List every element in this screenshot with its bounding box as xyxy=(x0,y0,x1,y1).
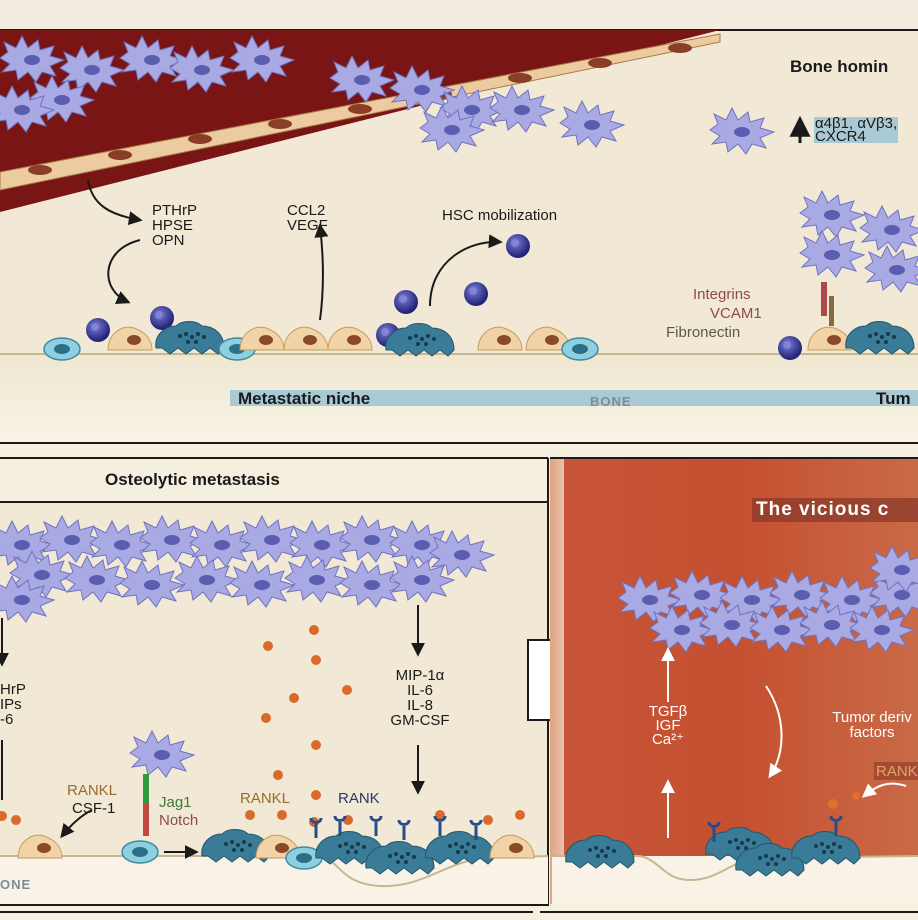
tumor-title-partial: Tum xyxy=(876,389,911,408)
rank-label: RANK xyxy=(338,790,380,807)
notch-label: Notch xyxy=(159,812,199,829)
left-factor-line3: -6 xyxy=(0,711,14,728)
bone-homing-title: Bone homin xyxy=(790,57,889,76)
pthrp-factors-label: PTHrP HPSE OPN xyxy=(152,203,197,248)
ccl2-label: CCL2 xyxy=(287,202,326,219)
csf1-label: CSF-1 xyxy=(72,800,116,817)
metastatic-niche-title: Metastatic niche xyxy=(238,389,371,408)
vegf-label: VEGF xyxy=(287,217,328,234)
ccl2-factors-label: CCL2 VEGF xyxy=(287,203,328,233)
mip1a-label: MIP-1α xyxy=(395,667,445,684)
tumor-derived-factors-label: Tumor deriv factors xyxy=(814,710,918,740)
homing-receptors-line1: α4β1, αVβ3, xyxy=(814,115,899,132)
rankl-label-2: RANKL xyxy=(240,790,291,807)
il8-label: IL-8 xyxy=(407,697,433,714)
hsc-mobilization-label: HSC mobilization xyxy=(442,207,558,224)
bone-label-bottom: ONE xyxy=(0,877,32,892)
tumor-derived-line2: factors xyxy=(849,724,895,741)
fibronectin-label: Fibronectin xyxy=(666,324,741,341)
jag1-label: Jag1 xyxy=(159,794,192,811)
gmcsf-label: GM-CSF xyxy=(390,712,450,729)
left-factor-line1: HrP xyxy=(0,681,26,698)
homing-receptors-label: α4β1, αVβ3, CXCR4 xyxy=(814,115,899,144)
rankl-label: RANKL xyxy=(67,782,118,799)
vcam1-label: VCAM1 xyxy=(710,305,762,322)
tgfb-label: TGFβ xyxy=(648,703,688,720)
left-factors-label: HrP IPs -6 xyxy=(0,682,26,727)
ca-label: Ca²⁺ xyxy=(651,731,685,748)
mip-factors-label: MIP-1α IL-6 IL-8 GM-CSF xyxy=(380,668,460,728)
vicious-cycle-title: The vicious c xyxy=(756,499,890,520)
opn-label: OPN xyxy=(152,232,185,249)
hpse-label: HPSE xyxy=(152,217,193,234)
homing-receptors-line2: CXCR4 xyxy=(814,129,899,144)
pthrp-label: PTHrP xyxy=(152,202,197,219)
tgf-factors-label: TGFβ IGF Ca²⁺ xyxy=(646,703,690,748)
rank-partial-label: RANK xyxy=(876,763,918,780)
integrins-label: Integrins xyxy=(693,286,751,303)
tumor-derived-line1: Tumor deriv xyxy=(832,709,912,726)
il6-label: IL-6 xyxy=(407,682,433,699)
bone-label-top: BONE xyxy=(590,394,632,409)
osteolytic-metastasis-title: Osteolytic metastasis xyxy=(105,470,280,489)
igf-label: IGF xyxy=(655,717,681,734)
left-factor-line2: IPs xyxy=(0,696,22,713)
